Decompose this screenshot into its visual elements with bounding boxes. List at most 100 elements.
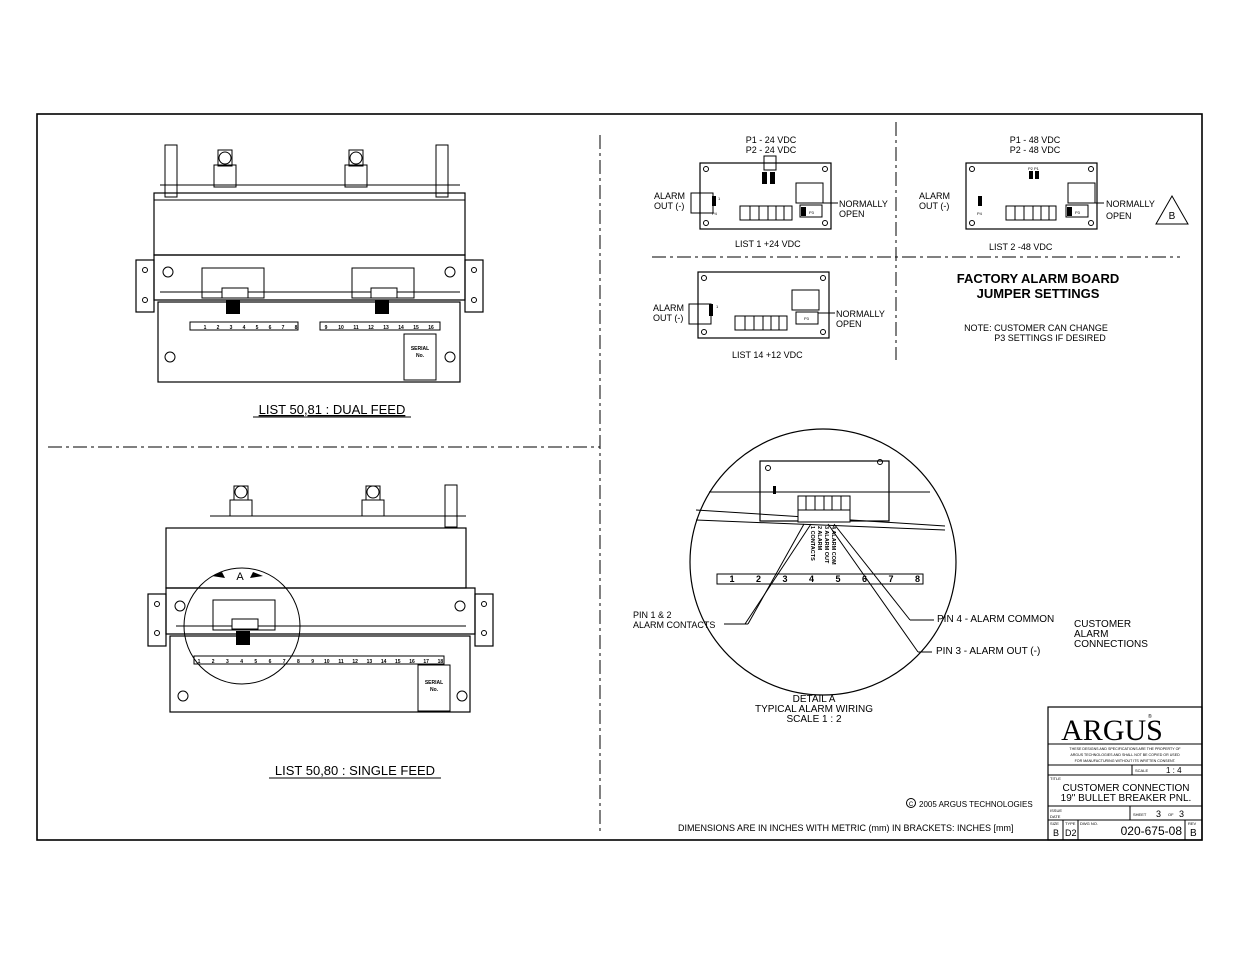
proprietary-2: ARGUS TECHNOLOGIES AND SHALL NOT BE COPI… [1070, 753, 1180, 757]
board12-normally-open-2: OPEN [836, 319, 862, 329]
board12-p3: P3 [804, 316, 810, 321]
terminal-number: 14 [398, 325, 404, 331]
board24-pin1: 1 [718, 196, 721, 201]
revision-triangle [1155, 194, 1189, 225]
pin12-label-2: ALARM CONTACTS [633, 620, 715, 630]
terminal-number: 2 [217, 325, 220, 331]
copyright-circle [906, 798, 916, 808]
jumper-note-2: P3 SETTINGS IF DESIRED [994, 333, 1106, 343]
terminal-number: 18 [438, 659, 444, 665]
pin3-label: PIN 3 - ALARM OUT (-) [936, 646, 1040, 657]
alarm-board-24vdc: P1 - 24 VDC P2 - 24 VDC P4 1 P3 ALARM OU… [654, 135, 888, 249]
pin4-label: PIN 4 - ALARM COMMON [937, 614, 1054, 625]
serial-plate-dual [403, 333, 437, 381]
terminal-number: 7 [283, 659, 286, 665]
board12-normally-open-1: NORMALLY [836, 309, 885, 319]
jumper-heading-2: JUMPER SETTINGS [977, 286, 1100, 301]
terminal-number: 13 [367, 659, 373, 665]
board12-alarm-out-1: ALARM [653, 303, 684, 313]
board12-alarm-out-2: OUT (-) [653, 313, 683, 323]
rev-value: B [1190, 828, 1197, 839]
size-value: B [1053, 828, 1059, 838]
proprietary-1: THESE DESIGNS AND SPECIFICATIONS ARE THE… [1069, 747, 1181, 751]
terminal-number: 9 [325, 325, 328, 331]
wire-label: 2 ALARM [816, 526, 822, 551]
scale-value: 1 : 4 [1166, 766, 1182, 775]
terminal-number: 3 [782, 574, 787, 584]
terminal-number: 1 [198, 659, 201, 665]
terminal-number: 8 [915, 574, 920, 584]
board24-p4: P4 [712, 211, 718, 216]
sheet-border [36, 113, 1203, 841]
board48-list: LIST 2 -48 VDC [989, 242, 1053, 252]
board48-p2: P2 - 48 VDC [1010, 145, 1061, 155]
pin12-label-1: PIN 1 & 2 [633, 610, 672, 620]
board48-p1: P1 - 48 VDC [1010, 135, 1061, 145]
terminal-number: 4 [809, 574, 814, 584]
board24-p3: P3 [809, 210, 815, 215]
terminal-number: 14 [381, 659, 387, 665]
customer-connections-3: CONNECTIONS [1074, 639, 1148, 650]
board12-list: LIST 14 +12 VDC [732, 350, 803, 360]
copyright-symbol: C [909, 802, 914, 808]
single-feed-label: LIST 50,80 : SINGLE FEED [275, 763, 435, 778]
sheet-value: 3 [1156, 809, 1161, 819]
terminal-number: 3 [230, 325, 233, 331]
issue-label-1: ISSUE [1050, 808, 1062, 813]
dwg-label: DWG NO. [1080, 821, 1098, 826]
terminal-number: 8 [295, 325, 298, 331]
terminal-number: 12 [352, 659, 358, 665]
terminal-number: 13 [383, 325, 389, 331]
wire-label: 1 CONTACTS [809, 526, 815, 561]
title-block [1047, 706, 1203, 841]
board48-rev-mark: B [1169, 211, 1176, 222]
rev-label: REV [1188, 821, 1197, 826]
title-line-2: 19" BULLET BREAKER PNL. [1061, 793, 1192, 804]
terminal-number: 16 [409, 659, 415, 665]
terminal-number: 15 [413, 325, 419, 331]
dual-terminal-numbers-right: 9 10 11 12 13 14 15 16 [325, 325, 434, 331]
of-value: 3 [1179, 809, 1184, 819]
dimensions-note: DIMENSIONS ARE IN INCHES WITH METRIC (mm… [678, 823, 1014, 833]
type-value: D2 [1065, 828, 1077, 838]
terminal-number: 6 [269, 325, 272, 331]
title-label: TITLE [1050, 776, 1061, 781]
terminal-number: 16 [428, 325, 434, 331]
copyright-text: 2005 ARGUS TECHNOLOGIES [919, 800, 1033, 809]
terminal-number: 8 [297, 659, 300, 665]
board48-p2p1: P2 P1 [1028, 166, 1040, 171]
board24-p1: P1 - 24 VDC [746, 135, 797, 145]
terminal-number: 12 [368, 325, 374, 331]
dwg-value: 020-675-08 [1121, 824, 1183, 838]
terminal-number: 11 [353, 325, 359, 331]
wire-label: 4 ALARM COM [830, 526, 836, 565]
board24-alarm-out-1: ALARM [654, 191, 685, 201]
detail-caption-1: DETAIL A [793, 694, 836, 705]
terminal-number: 2 [756, 574, 761, 584]
board12-pin1: 1 [716, 304, 719, 309]
issue-label-2: DATE [1050, 814, 1061, 819]
terminal-number: 1 [729, 574, 734, 584]
terminal-number: 1 [204, 325, 207, 331]
serial-label-single-1: SERIAL [425, 680, 443, 686]
board24-alarm-out-2: OUT (-) [654, 201, 684, 211]
board48-p3: P3 [1075, 210, 1081, 215]
serial-label-dual-1: SERIAL [411, 346, 429, 352]
board48-alarm-out-2: OUT (-) [919, 201, 949, 211]
terminal-number: 10 [338, 325, 344, 331]
alarm-board-48vdc: P1 - 48 VDC P2 - 48 VDC P2 P1 P4 P3 ALAR… [919, 135, 1189, 252]
board48-normally-open-1: NORMALLY [1106, 199, 1155, 209]
board24-p2: P2 - 24 VDC [746, 145, 797, 155]
board24-list: LIST 1 +24 VDC [735, 239, 801, 249]
scale-label: SCALE [1135, 768, 1148, 773]
customer-connections-2: ALARM [1074, 629, 1108, 640]
terminal-number: 9 [311, 659, 314, 665]
detail-caption-3: SCALE 1 : 2 [786, 714, 841, 725]
terminal-number: 5 [254, 659, 257, 665]
terminal-number: 11 [338, 659, 344, 665]
type-label: TYPE [1065, 821, 1076, 826]
